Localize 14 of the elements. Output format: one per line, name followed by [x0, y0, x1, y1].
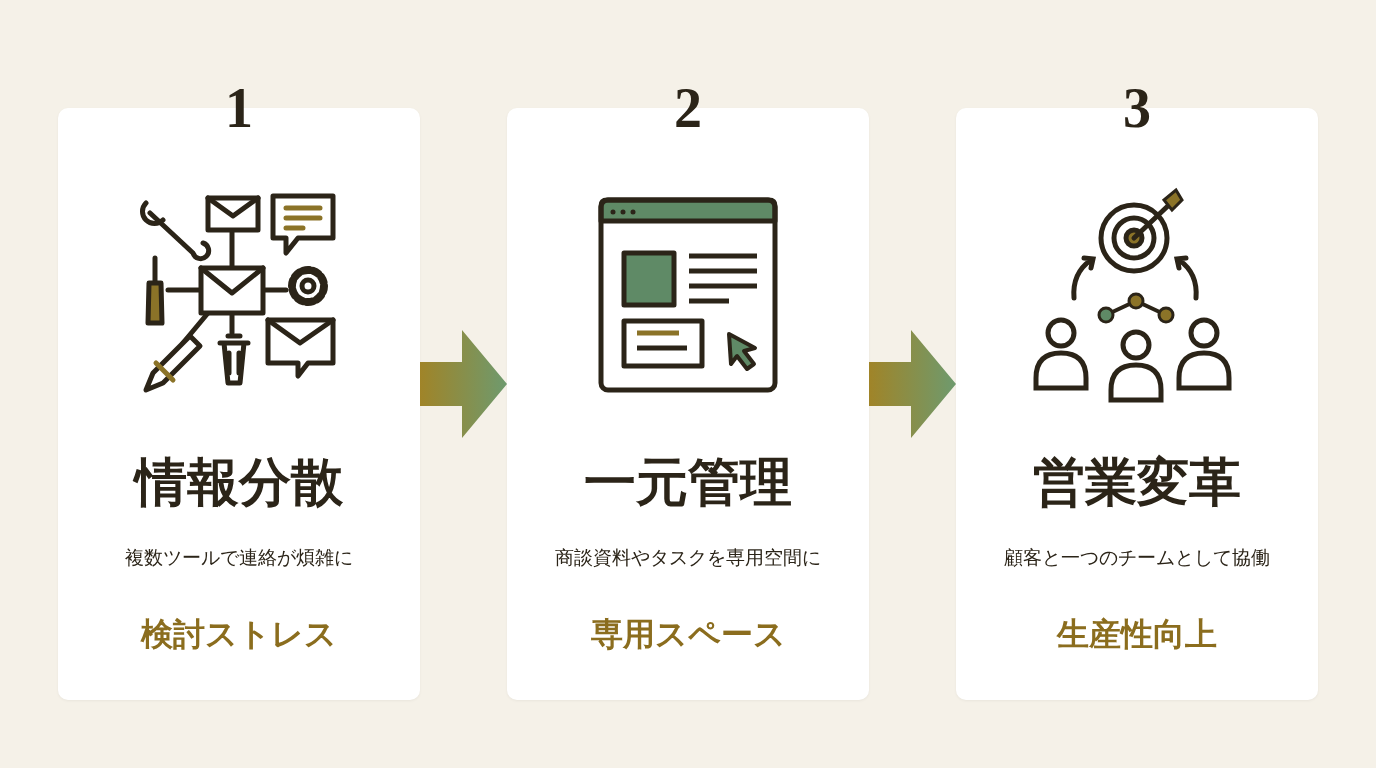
step-title: 営業変革	[1032, 453, 1242, 513]
step-description: 複数ツールで連絡が煩雑に	[124, 545, 354, 570]
block-arrow	[420, 330, 507, 438]
step-description: 顧客と一つのチームとして協働	[1003, 545, 1271, 570]
step-title: 情報分散	[68, 451, 410, 515]
step-result: 生産性向上	[1055, 614, 1218, 655]
step-result: 検討ストレス	[139, 614, 338, 655]
step-number: 1	[224, 76, 254, 140]
step-description: 商談資料やタスクを専用空間に	[554, 545, 822, 570]
step-number: 3	[1122, 76, 1152, 140]
block-arrow	[869, 330, 956, 438]
step-result: 専用スペース	[589, 614, 787, 655]
step-number: 2	[673, 76, 703, 140]
step-title: 一元管理	[583, 453, 793, 513]
